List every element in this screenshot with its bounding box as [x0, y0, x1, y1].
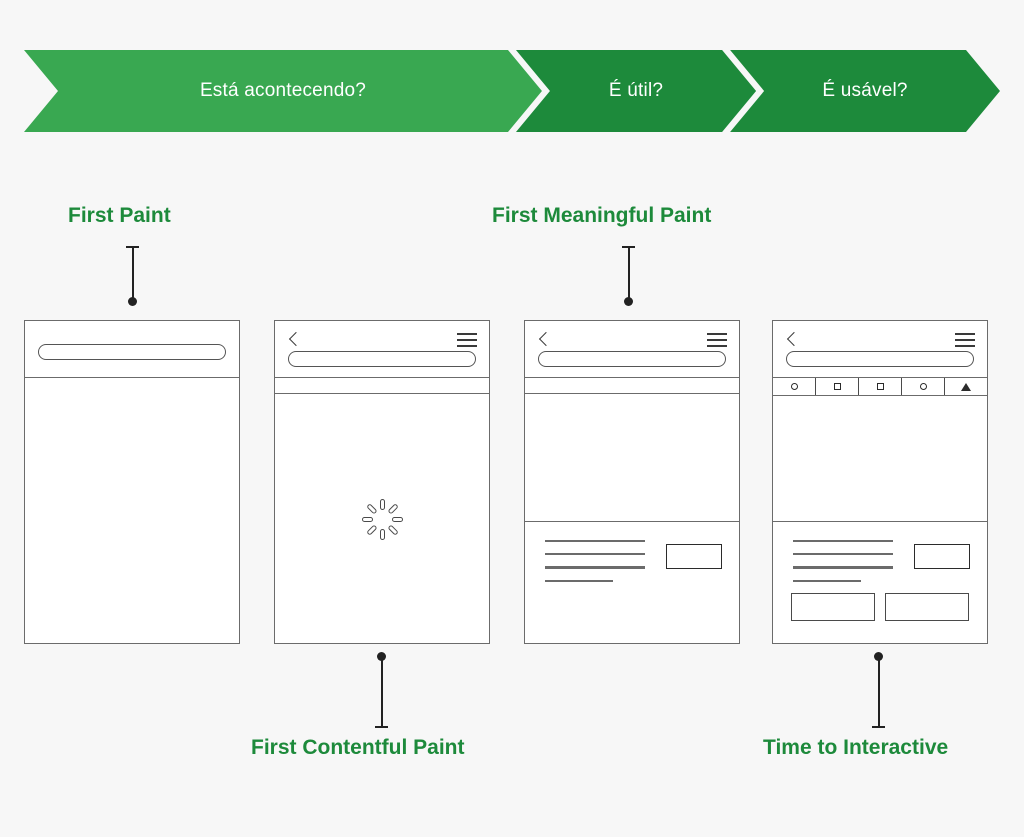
toolbar-button-1[interactable]: [773, 378, 816, 395]
browser-header: [773, 321, 987, 378]
text-line: [793, 540, 893, 543]
text-line: [545, 566, 645, 569]
chevron-step-1-label: Está acontecendo?: [199, 80, 367, 101]
action-button-right[interactable]: [885, 593, 969, 621]
back-chevron-icon[interactable]: [786, 331, 797, 348]
circle-icon: [790, 383, 798, 390]
loading-spinner-icon: [361, 498, 403, 540]
leader-line-time-to-interactive: [872, 652, 885, 728]
browser-header: [525, 321, 739, 378]
progress-chevron-banner: Está acontecendo? É útil? É usável?: [24, 50, 1000, 132]
callout-first-contentful-paint: First Contentful Paint: [251, 736, 465, 759]
browser-header: [25, 321, 239, 378]
leader-dot: [624, 297, 633, 306]
wireframe-first-contentful-paint: [274, 320, 490, 644]
text-line: [545, 553, 645, 556]
leader-dot: [128, 297, 137, 306]
url-bar[interactable]: [288, 351, 476, 367]
hero-placeholder: [773, 396, 987, 522]
text-line: [793, 579, 861, 582]
leader-cap: [375, 726, 388, 728]
thumbnail-box: [914, 544, 970, 569]
callout-time-to-interactive: Time to Interactive: [763, 736, 949, 759]
triangle-icon: [961, 382, 971, 391]
chevron-step-2[interactable]: É útil?: [516, 50, 756, 132]
callout-first-paint: First Paint: [68, 204, 171, 227]
hamburger-menu-icon[interactable]: [707, 333, 727, 347]
callout-first-meaningful-paint: First Meaningful Paint: [492, 204, 712, 227]
wireframe-first-meaningful-paint: [524, 320, 740, 644]
leader-line-first-contentful-paint: [375, 652, 388, 728]
chevron-step-1[interactable]: Está acontecendo?: [24, 50, 542, 132]
leader-stem: [877, 656, 880, 728]
url-bar[interactable]: [786, 351, 974, 367]
circle-icon: [919, 383, 927, 390]
back-chevron-icon[interactable]: [288, 331, 299, 348]
url-bar[interactable]: [538, 351, 726, 367]
chevron-step-2-label: É útil?: [608, 80, 664, 101]
hamburger-menu-icon[interactable]: [955, 333, 975, 347]
action-button-left[interactable]: [791, 593, 875, 621]
url-bar[interactable]: [38, 344, 226, 360]
hero-placeholder: [525, 394, 739, 522]
toolbar-button-3[interactable]: [859, 378, 902, 395]
empty-toolbar-strip: [525, 378, 739, 394]
leader-stem: [380, 656, 383, 728]
empty-toolbar-strip: [275, 378, 489, 394]
app-toolbar: [773, 378, 987, 396]
chevron-step-3[interactable]: É usável?: [730, 50, 1000, 132]
thumbnail-box: [666, 544, 722, 569]
text-line: [793, 553, 893, 556]
toolbar-button-5[interactable]: [945, 378, 987, 395]
text-line: [545, 540, 645, 543]
back-chevron-icon[interactable]: [538, 331, 549, 348]
text-line: [793, 566, 893, 569]
hamburger-menu-icon[interactable]: [457, 333, 477, 347]
leader-cap: [872, 726, 885, 728]
toolbar-button-4[interactable]: [902, 378, 945, 395]
leader-stem: [627, 246, 630, 302]
text-line: [545, 579, 613, 582]
chevron-step-3-label: É usável?: [822, 80, 908, 101]
wireframe-time-to-interactive: [772, 320, 988, 644]
action-button-row: [791, 593, 969, 621]
leader-line-first-paint: [126, 246, 139, 306]
leader-line-first-meaningful-paint: [622, 246, 635, 306]
leader-stem: [131, 246, 134, 302]
toolbar-button-2[interactable]: [816, 378, 859, 395]
browser-header: [275, 321, 489, 378]
article-text-block: [525, 522, 739, 582]
square-icon: [876, 383, 884, 390]
article-text-block: [773, 522, 987, 582]
wireframe-first-paint: [24, 320, 240, 644]
square-icon: [833, 383, 841, 390]
